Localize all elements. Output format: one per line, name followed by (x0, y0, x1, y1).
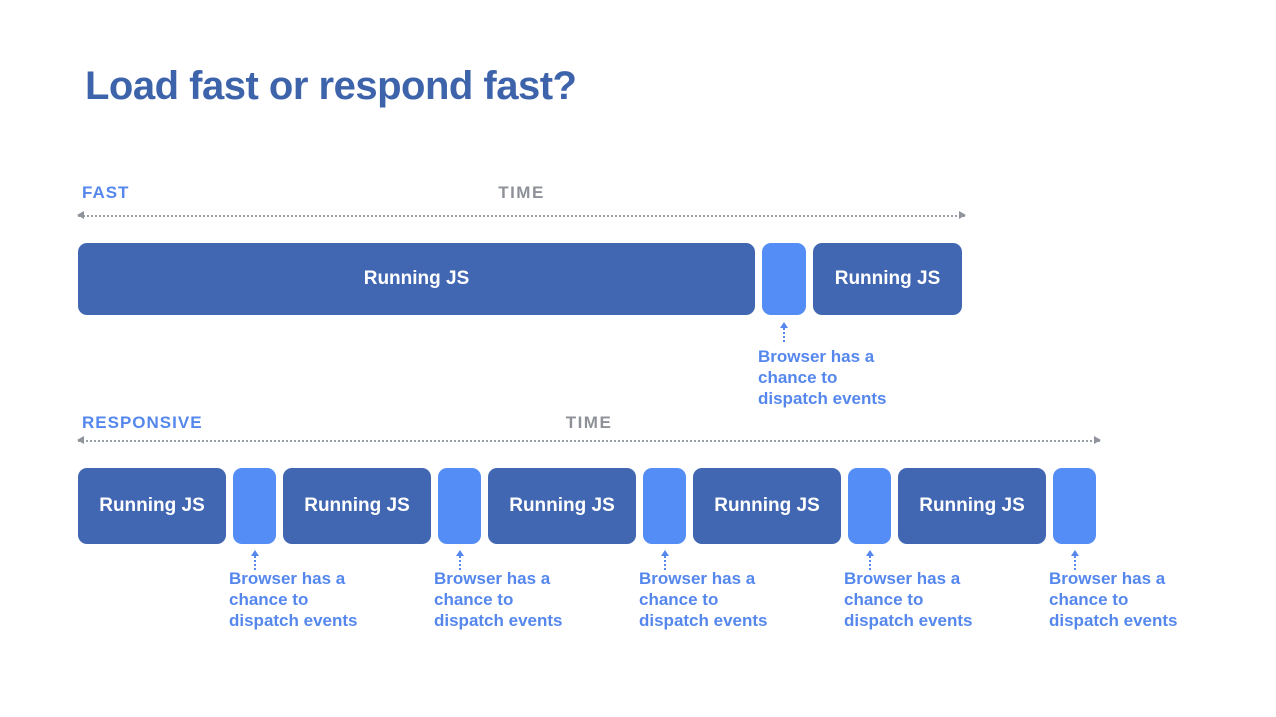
bars-track: Running JS Running JS (78, 243, 965, 315)
bar-label: Running JS (919, 495, 1025, 516)
bar-label: Running JS (509, 495, 615, 516)
arrow-head-icon (865, 550, 874, 556)
running-js-bar: Running JS (78, 468, 226, 544)
annotation-text: Browser has a chance to dispatch events (758, 347, 887, 408)
bar-label: Running JS (834, 268, 941, 289)
idle-gap-bar (643, 468, 686, 544)
bars-track: Running JS Running JS Running JS Running JS… (78, 468, 1100, 544)
running-js-bar: Running JS (693, 468, 841, 544)
arrow-head-icon (780, 322, 788, 328)
arrow-head-icon (250, 550, 259, 556)
arrow-head-icon (455, 550, 464, 556)
axis-arrow-right-icon (1094, 436, 1101, 444)
running-js-bar: Running JS (488, 468, 636, 544)
bar-label: Running JS (99, 495, 205, 516)
time-axis-label: TIME (498, 183, 545, 202)
axis-arrow-left-icon (77, 211, 84, 219)
dotted-up-arrow-icon (780, 322, 788, 342)
section-fast: FAST TIME Running JS Running JS Browser h… (77, 183, 966, 408)
arrow-shaft (663, 556, 666, 570)
dotted-up-arrow-icon (660, 550, 669, 570)
section-label-responsive: RESPONSIVE (82, 413, 203, 432)
axis-labels-row: FAST TIME (78, 183, 965, 205)
arrow-shaft (783, 328, 785, 342)
axis-arrow-left-icon (77, 436, 84, 444)
page-title: Load fast or respond fast? (85, 64, 577, 108)
bar-label: Running JS (304, 495, 410, 516)
dotted-up-arrow-icon (455, 550, 464, 570)
dotted-up-arrow-icon (1070, 550, 1079, 570)
bar-label: Running JS (714, 495, 820, 516)
idle-gap-bar (762, 243, 806, 315)
idle-gap-bar (233, 468, 276, 544)
arrow-shaft (868, 556, 871, 570)
time-axis-label: TIME (565, 413, 613, 432)
arrow-shaft (253, 556, 256, 570)
arrow-head-icon (660, 550, 669, 556)
annotation-text: Browser has a chance to dispatch events (844, 569, 973, 630)
bar-label: Running JS (363, 268, 470, 289)
idle-gap-bar (848, 468, 891, 544)
dotted-up-arrow-icon (865, 550, 874, 570)
idle-gap-bar (1053, 468, 1096, 544)
time-axis (77, 436, 1101, 444)
annotation-text: Browser has a chance to dispatch events (434, 569, 563, 630)
running-js-bar: Running JS (813, 243, 962, 315)
annotation-text: Browser has a chance to dispatch events (229, 569, 358, 630)
running-js-bar: Running JS (78, 243, 755, 315)
annotation-text: Browser has a chance to dispatch events (1049, 569, 1178, 630)
arrow-shaft (458, 556, 461, 570)
time-axis (77, 211, 966, 219)
idle-gap-bar (438, 468, 481, 544)
running-js-bar: Running JS (283, 468, 431, 544)
arrow-head-icon (1070, 550, 1079, 556)
axis-labels-row: RESPONSIVE TIME (78, 413, 1100, 435)
section-label-fast: FAST (82, 183, 130, 202)
arrow-shaft (1073, 556, 1076, 570)
annotation-text: Browser has a chance to dispatch events (639, 569, 768, 630)
axis-arrow-right-icon (959, 211, 966, 219)
running-js-bar: Running JS (898, 468, 1046, 544)
dotted-up-arrow-icon (250, 550, 259, 570)
